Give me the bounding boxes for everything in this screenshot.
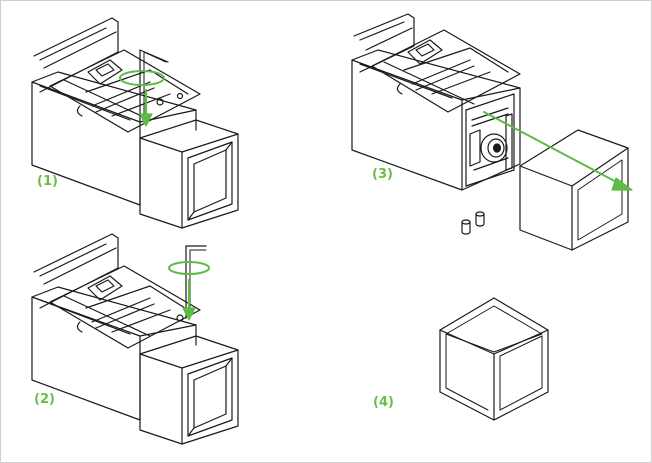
internal-gear (465, 93, 515, 187)
step-1-label: (1) (37, 174, 58, 189)
step-1-drawing (31, 17, 239, 229)
step-2-drawing (31, 233, 239, 445)
square-tube-3 (519, 129, 629, 251)
square-tube-1 (139, 119, 239, 229)
square-tube-2 (139, 335, 239, 445)
step-3-drawing (351, 13, 633, 251)
step-3-label: (3) (372, 167, 393, 182)
set-screws (461, 211, 485, 235)
step-4-drawing (439, 297, 549, 421)
hex-key-1 (139, 49, 169, 123)
square-tube-4 (439, 297, 549, 421)
housing-body (351, 59, 463, 191)
step-4-label: (4) (373, 395, 394, 410)
step-2-label: (2) (34, 392, 55, 407)
